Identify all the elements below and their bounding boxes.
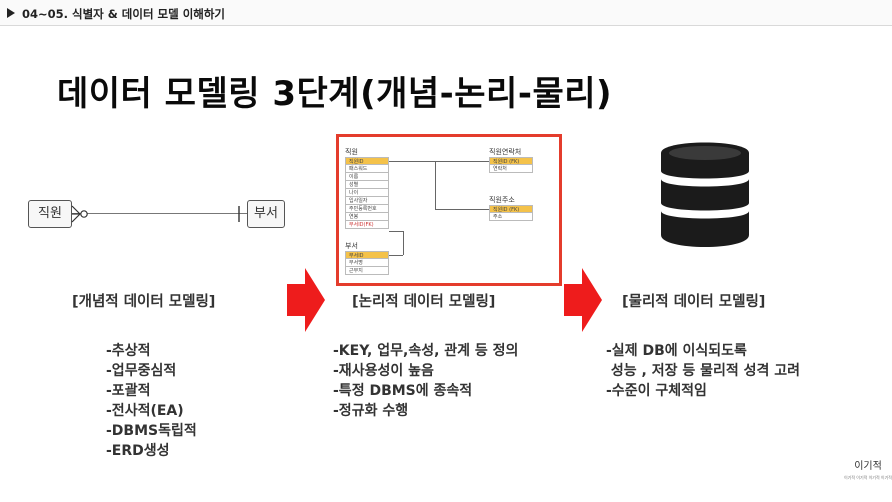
- table-key-row: 직원ID: [345, 157, 389, 165]
- list-item: -실제 DB에 이식되도록: [606, 343, 747, 359]
- list-item: -수준이 구체적임: [606, 383, 707, 399]
- table-row: 근무지: [345, 267, 389, 275]
- conceptual-list: -추상적 -업무중심적 -포괄적 -전사적(EA) -DBMS독립적 -ERD생…: [106, 341, 197, 461]
- list-item: -업무중심적: [106, 363, 177, 379]
- table-dept: 부서 부서ID 부서명 근무지: [345, 241, 389, 275]
- slide-header: 04~05. 식별자 & 데이터 모델 이해하기: [0, 0, 892, 26]
- list-item: -전사적(EA): [106, 403, 184, 419]
- table-name: 부서: [345, 242, 358, 250]
- crowfoot-icon: [71, 205, 88, 223]
- logo-subtext: 이기적 이기적 이기적 이기적: [844, 475, 892, 480]
- table-row: 주소: [489, 213, 533, 221]
- relationship-line: [389, 255, 403, 256]
- entity-employee: 직원: [28, 200, 72, 228]
- table-row: 부서명: [345, 259, 389, 267]
- play-icon: [7, 8, 15, 18]
- one-mark-icon: [238, 206, 240, 222]
- heading-physical: [물리적 데이터 모델링]: [622, 294, 766, 310]
- table-address: 직원주소 직원ID (FK) 주소: [489, 195, 533, 221]
- table-row: 나이: [345, 189, 389, 197]
- table-name: 직원연락처: [489, 148, 522, 156]
- arrow-right-icon: [287, 268, 325, 332]
- list-item: 성능 , 저장 등 물리적 성격 고려: [606, 363, 800, 379]
- logical-list: -KEY, 업무,속성, 관계 등 정의 -재사용성이 높음 -특정 DBMS에…: [333, 341, 518, 421]
- slide-title: 데이터 모델링 3단계(개념-논리-물리): [57, 74, 613, 114]
- brand-logo: 이기적 이기적 이기적 이기적 이기적: [844, 461, 892, 483]
- heading-logical: [논리적 데이터 모델링]: [352, 294, 496, 310]
- physical-list: -실제 DB에 이식되도록 성능 , 저장 등 물리적 성격 고려 -수준이 구…: [606, 341, 800, 401]
- list-item: -DBMS독립적: [106, 423, 197, 439]
- relationship-line: [389, 231, 403, 232]
- relationship-line: [435, 209, 489, 210]
- entity-department: 부서: [247, 200, 285, 228]
- relationship-line: [72, 213, 248, 214]
- table-row: 부서ID(FK): [345, 221, 389, 229]
- table-key-row: 부서ID: [345, 251, 389, 259]
- list-item: -추상적: [106, 343, 151, 359]
- heading-conceptual: [개념적 데이터 모델링]: [72, 294, 216, 310]
- list-item: -정규화 수행: [333, 403, 409, 419]
- list-item: -KEY, 업무,속성, 관계 등 정의: [333, 343, 519, 359]
- table-row: 연락처: [489, 165, 533, 173]
- table-row: 주민등록번호: [345, 205, 389, 213]
- table-name: 직원주소: [489, 196, 515, 204]
- arrow-right-icon: [564, 268, 602, 332]
- table-name: 직원: [345, 148, 358, 156]
- table-row: 이름: [345, 173, 389, 181]
- table-contact: 직원연락처 직원ID (FK) 연락처: [489, 147, 533, 173]
- list-item: -ERD생성: [106, 443, 170, 459]
- header-title: 04~05. 식별자 & 데이터 모델 이해하기: [22, 7, 226, 21]
- logical-erd-frame: 직원 직원ID 패스워드 이름 성별 나이 입사일자 주민등록번호 연봉 부서I…: [336, 134, 562, 286]
- table-row: 입사일자: [345, 197, 389, 205]
- table-key-row: 직원ID (FK): [489, 205, 533, 213]
- relationship-line: [403, 231, 404, 255]
- table-key-row: 직원ID (FK): [489, 157, 533, 165]
- table-row: 연봉: [345, 213, 389, 221]
- logo-text: 이기적: [854, 461, 882, 472]
- list-item: -특정 DBMS에 종속적: [333, 383, 473, 399]
- table-row: 패스워드: [345, 165, 389, 173]
- list-item: -재사용성이 높음: [333, 363, 434, 379]
- database-icon: [661, 142, 749, 247]
- relationship-line: [435, 161, 436, 209]
- table-employee: 직원 직원ID 패스워드 이름 성별 나이 입사일자 주민등록번호 연봉 부서I…: [345, 147, 389, 229]
- list-item: -포괄적: [106, 383, 151, 399]
- relationship-line: [389, 161, 489, 162]
- table-row: 성별: [345, 181, 389, 189]
